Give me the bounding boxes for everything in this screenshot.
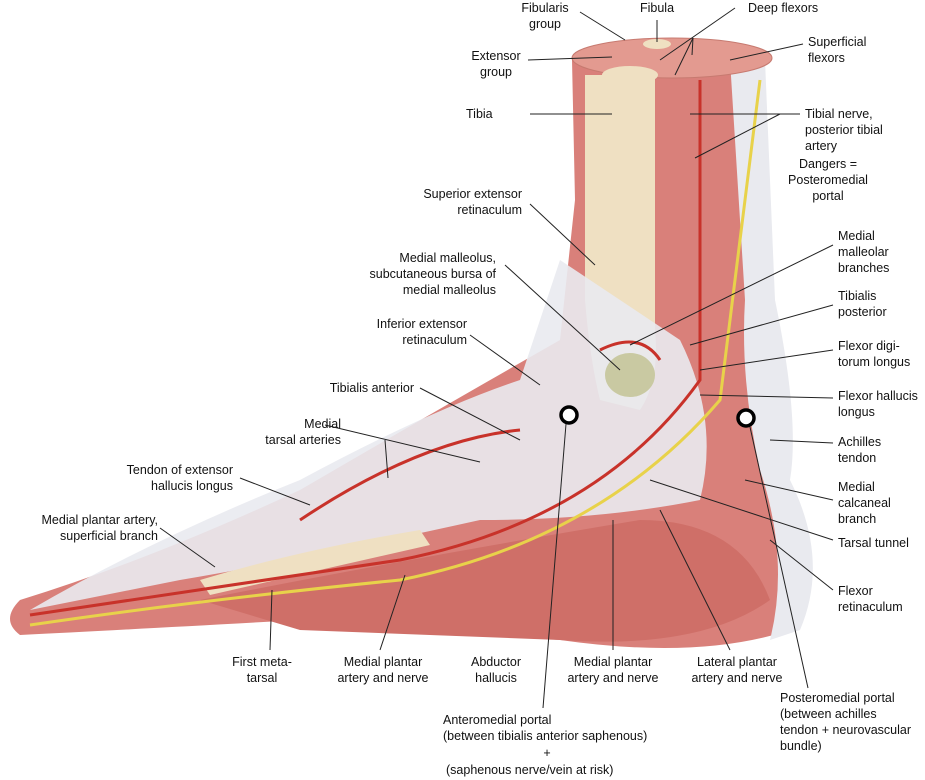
label-medial-plantar-an-1: Medial plantar artery and nerve: [337, 655, 429, 685]
label-first-metatarsal: First meta- tarsal: [232, 655, 292, 685]
label-tendon-ehl: Tendon of extensor hallucis longus: [126, 463, 233, 493]
label-fhl: Flexor hallucis longus: [838, 389, 918, 419]
label-achilles: Achilles tendon: [838, 435, 882, 465]
label-medial-calcaneal: Medial calcaneal branch: [838, 480, 891, 526]
posteromedial-portal-marker: [736, 408, 756, 428]
label-anteromedial-portal: Anteromedial portal (between tibialis an…: [443, 713, 648, 743]
abductor-hallucis-muscle: [200, 520, 770, 642]
label-tarsal-tunnel: Tarsal tunnel: [838, 536, 909, 550]
tibia-cross-section: [602, 66, 658, 84]
label-fibula: Fibula: [639, 1, 675, 15]
label-tibia: Tibia: [466, 107, 493, 121]
fibula-cross-section: [643, 39, 671, 49]
anteromedial-portal-marker: [559, 405, 579, 425]
label-posteromedial-portal: Posteromedial portal (between achilles t…: [780, 691, 911, 753]
label-deep-flexors: Deep flexors: [748, 1, 819, 15]
label-lateral-plantar-an: Lateral plantar artery and nerve: [691, 655, 783, 685]
label-medial-malleolar-branches: Medial malleolar branches: [838, 229, 890, 275]
achilles-sheath: [730, 60, 813, 640]
label-medial-plantar-an-2: Medial plantar artery and nerve: [567, 655, 659, 685]
label-fibularis-group: Fibularis group: [521, 1, 569, 31]
leader-lines: [159, 7, 834, 709]
label-saphenous-risk: (saphenous nerve/vein at risk): [446, 763, 614, 777]
medial-malleolus: [605, 353, 655, 397]
label-tibialis-anterior: Tibialis anterior: [329, 381, 414, 395]
label-superficial-flexors: Superficial flexors: [808, 35, 867, 65]
label-superior-extensor-retinaculum: Superior extensor retinaculum: [423, 187, 522, 217]
foot-retinacula: [30, 260, 707, 610]
label-tibialis-posterior: Tibialis posterior: [838, 289, 887, 319]
label-abductor-hallucis: Abductor hallucis: [470, 655, 522, 685]
leg-cross-section: [571, 37, 773, 79]
label-tibial-nerve: Tibial nerve, posterior tibial artery: [805, 107, 883, 153]
medial-plantar-nerve: [29, 79, 762, 627]
label-dangers: Dangers = Posteromedial portal: [788, 157, 868, 203]
label-extensor-group: Extensor group: [471, 49, 521, 79]
label-flexor-retinaculum: Flexor retinaculum: [838, 584, 903, 614]
label-plus: +: [543, 746, 551, 760]
medial-plantar-artery: [29, 80, 702, 617]
label-fdl: Flexor digi- torum longus: [838, 339, 911, 369]
label-inferior-extensor-retinaculum: Inferior extensor retinaculum: [376, 317, 467, 347]
first-metatarsal: [200, 530, 430, 595]
label-medial-tarsal-arteries: Medial tarsal arteries: [265, 417, 341, 447]
label-medial-plantar-superficial: Medial plantar artery, superficial branc…: [41, 513, 159, 543]
label-medial-malleolus: Medial malleolus, subcutaneous bursa of …: [369, 251, 496, 297]
